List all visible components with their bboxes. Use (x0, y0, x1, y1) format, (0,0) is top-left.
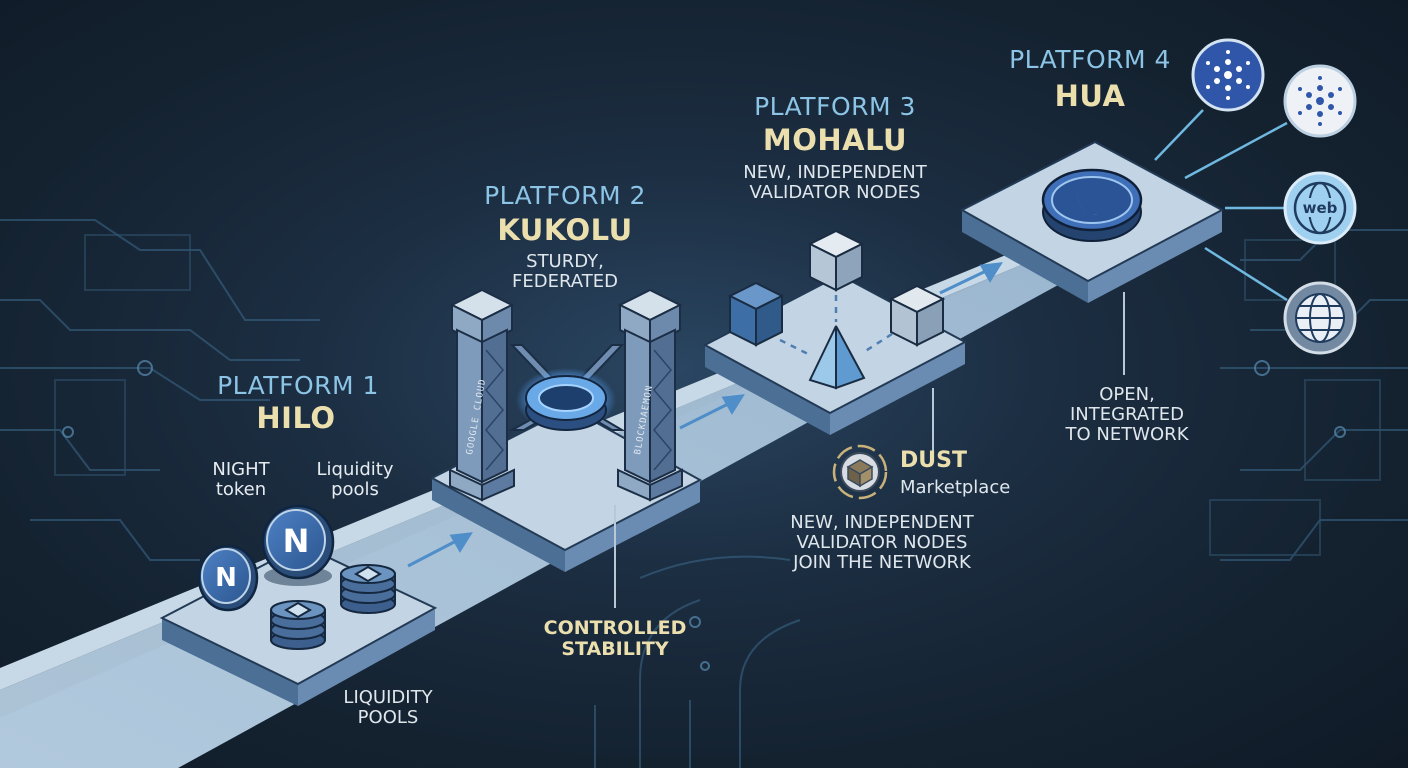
web-icon: web (1283, 171, 1357, 245)
cardano-alt-icon (1283, 64, 1357, 138)
night-token-line-2: token (215, 479, 267, 501)
liquidity-coin-stack (270, 600, 326, 650)
coin-letter: N (283, 522, 310, 560)
liquidity-pools-label: Liquidity pools (303, 459, 407, 501)
open-integrated-line-1: OPEN, (1099, 384, 1155, 405)
liquidity-coin-stack (340, 564, 396, 614)
validator-node-cube (727, 281, 785, 347)
night-token-coin (201, 548, 251, 604)
liquidity-pools-line-2: pools (331, 479, 379, 501)
dust-marketplace-icon (832, 444, 888, 500)
dust-subtitle: Marketplace (900, 477, 1011, 498)
web-icon-label: web (1303, 199, 1338, 217)
validators-join-line-3: JOIN THE NETWORK (793, 552, 971, 574)
midnight-moon-icon (1041, 168, 1143, 242)
validator-node-cube (888, 284, 946, 347)
liquidity-pools-note-line-1: LIQUIDITY (343, 687, 433, 708)
road-arrows (407, 262, 1003, 568)
platform-2-desc-line-1: STURDY, (526, 251, 604, 272)
pillar-blockdaemon: BLOCKDAEMON (617, 288, 683, 502)
platform-3-description: NEW, INDEPENDENT VALIDATOR NODES (735, 162, 935, 204)
open-integrated-line-2: INTEGRATED (1069, 404, 1184, 426)
circuit-nodes (62, 360, 1346, 671)
controlled-stability-line-1: CONTROLLED (543, 617, 687, 639)
platform-2-desc-line-2: FEDERATED (512, 271, 618, 293)
night-token-line-1: NIGHT (212, 459, 270, 480)
dust-title: DUST (900, 448, 967, 473)
platform-3-desc-line-1: NEW, INDEPENDENT (743, 162, 927, 183)
circuit-rects (54, 234, 1381, 556)
platform-3-label: PLATFORM 3 (754, 92, 916, 121)
pillar-google-cloud: GOOGLE CLOUD (449, 288, 515, 502)
open-integrated-line-3: TO NETWORK (1065, 424, 1189, 446)
validators-join-label: NEW, INDEPENDENT VALIDATOR NODES JOIN TH… (772, 512, 992, 574)
platform-1-name: HILO (256, 401, 336, 435)
night-token-coins: N N (197, 504, 335, 612)
platform-1-label: PLATFORM 1 (217, 371, 379, 400)
circuit-background (0, 219, 1408, 768)
controlled-stability-line-2: STABILITY (561, 638, 669, 661)
validator-connections (779, 295, 893, 356)
liquidity-pools-note: LIQUIDITY POOLS (325, 687, 451, 729)
callout-leaders (614, 292, 1125, 608)
coin-letter: N (215, 563, 237, 593)
network-connections (1154, 109, 1288, 302)
liquidity-pools-line-1: Liquidity (316, 459, 394, 480)
validator-node-cube (807, 229, 865, 292)
platform-2-name: KUKOLU (497, 213, 633, 247)
validators-join-line-2: VALIDATOR NODES (796, 532, 968, 554)
platform-4-name: HUA (1054, 79, 1126, 113)
validator-node-pyramid (808, 325, 866, 390)
open-integrated-label: OPEN, INTEGRATED TO NETWORK (1052, 384, 1202, 446)
platform-3-name: MOHALU (762, 123, 908, 157)
platform-2-label: PLATFORM 2 (484, 181, 646, 210)
cardano-icon (1191, 38, 1265, 112)
validators-join-line-1: NEW, INDEPENDENT (790, 512, 974, 533)
platform-2-description: STURDY, FEDERATED (480, 251, 650, 293)
night-token-label: NIGHT token (196, 459, 286, 501)
night-token-coin (266, 509, 326, 571)
platform-3-desc-line-2: VALIDATOR NODES (749, 182, 921, 204)
liquidity-pools-note-line-2: POOLS (357, 707, 419, 729)
federated-ring (516, 368, 616, 432)
globe-icon (1283, 281, 1357, 355)
controlled-stability-label: CONTROLLED STABILITY (540, 617, 690, 661)
platform-4-label: PLATFORM 4 (1009, 45, 1171, 74)
